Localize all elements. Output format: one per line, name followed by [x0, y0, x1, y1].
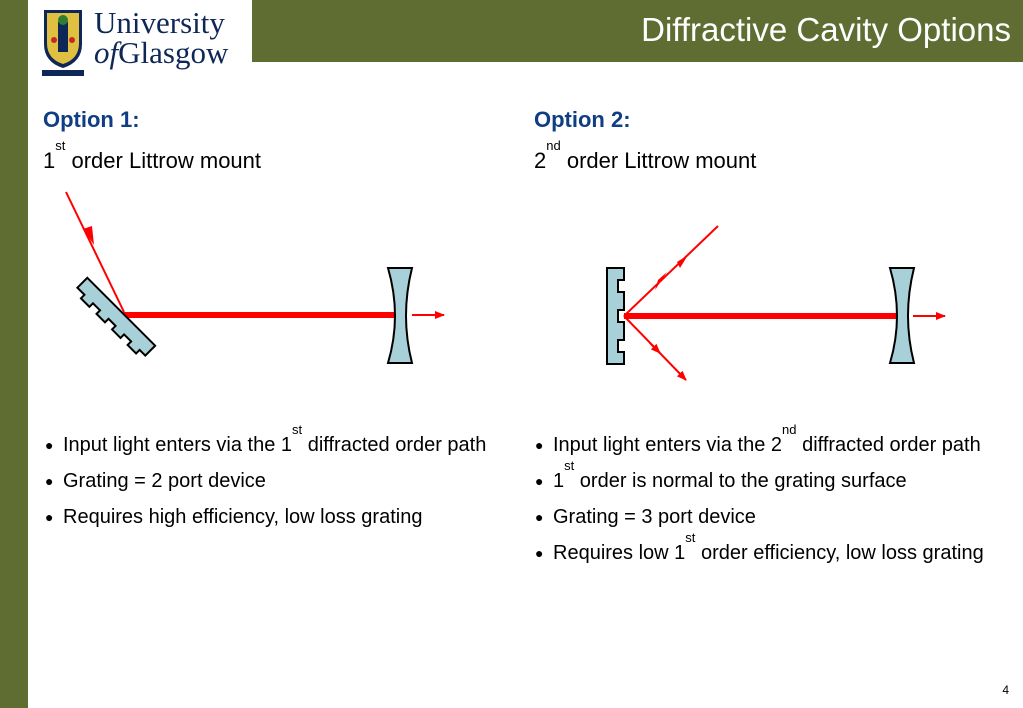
option2-input-arrowhead — [655, 272, 667, 290]
option2-bullet-list: Input light enters via the 2nd diffracte… — [535, 423, 1010, 576]
option1-grating — [75, 276, 157, 358]
option2-grating — [606, 267, 625, 365]
option1-heading: Option 1: — [43, 107, 140, 132]
option2-diffracted-mid — [649, 342, 661, 354]
title-bar: Diffractive Cavity Options — [252, 0, 1023, 62]
option1-bullet-list: Input light enters via the 1st diffracte… — [45, 423, 515, 540]
option1-input-beam — [65, 191, 125, 313]
list-item: 1st order is normal to the grating surfa… — [535, 459, 1010, 494]
list-item: Requires high efficiency, low loss grati… — [45, 504, 515, 530]
university-logo: University ofGlasgow — [28, 0, 252, 80]
list-item: Grating = 2 port device — [45, 468, 515, 494]
page-number: 4 — [1002, 683, 1009, 697]
list-item: Input light enters via the 1st diffracte… — [45, 423, 515, 458]
option2-heading: Option 2: — [534, 107, 631, 132]
option1-subtitle: 1st order Littrow mount — [43, 138, 262, 173]
logo-word-glasgow: ofGlasgow — [94, 35, 229, 70]
list-item: Grating = 3 port device — [535, 504, 1010, 530]
option2-subtitle: 2nd order Littrow mount — [534, 138, 757, 173]
option1-input-arrowhead — [83, 226, 94, 245]
option2-input-arrowhead-2 — [677, 255, 688, 268]
left-accent-bar — [0, 0, 28, 708]
slide-title: Diffractive Cavity Options — [641, 11, 1011, 48]
logo-word-university: University — [94, 5, 225, 40]
option2-input-beam — [623, 225, 719, 317]
crest-icon — [42, 10, 84, 76]
option2-mirror — [888, 267, 916, 364]
option1-mirror — [386, 267, 414, 364]
list-item: Input light enters via the 2nd diffracte… — [535, 423, 1010, 458]
list-item: Requires low 1st order efficiency, low l… — [535, 531, 1010, 566]
